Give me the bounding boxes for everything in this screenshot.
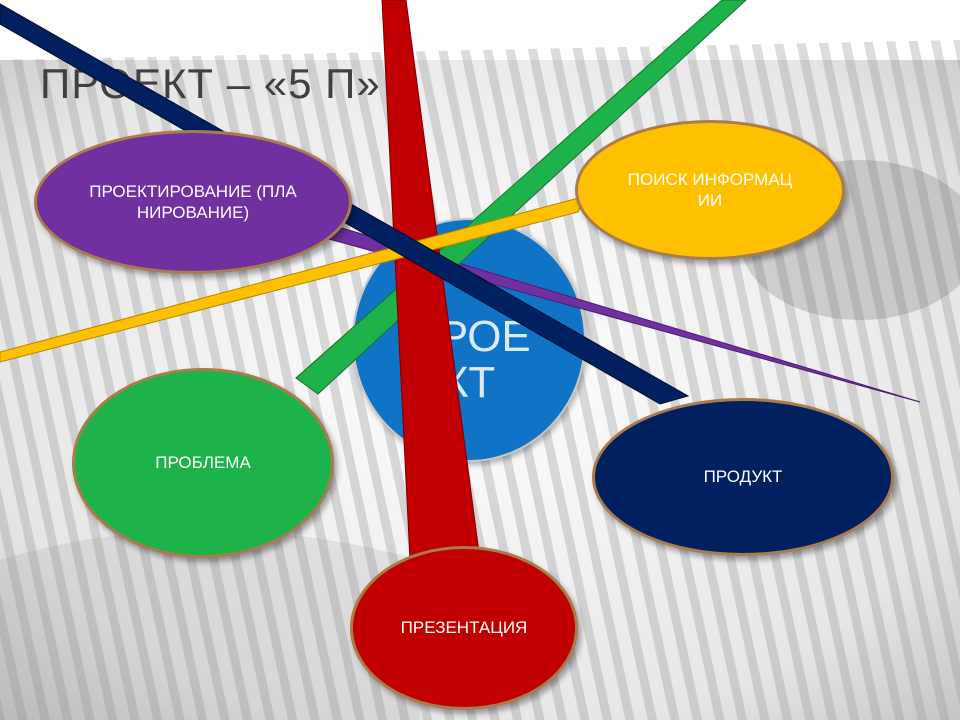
ray-red <box>381 0 481 601</box>
bubble-planning: ПРОЕКТИРОВАНИЕ (ПЛАНИРОВАНИЕ) <box>34 130 352 274</box>
bubble-search-label: ПОИСК ИНФОРМАЦИИ <box>627 169 793 210</box>
bubble-product-label: ПРОДУКТ <box>703 467 783 487</box>
bubble-search: ПОИСК ИНФОРМАЦИИ <box>575 120 845 260</box>
bubble-presentation: ПРЕЗЕНТАЦИЯ <box>350 546 578 710</box>
bubble-problem: ПРОБЛЕМА <box>72 368 334 558</box>
bubble-planning-label: ПРОЕКТИРОВАНИЕ (ПЛАНИРОВАНИЕ) <box>89 181 297 222</box>
bubble-product: ПРОДУКТ <box>592 398 894 556</box>
bubble-presentation-label: ПРЕЗЕНТАЦИЯ <box>400 618 528 638</box>
bubble-problem-label: ПРОБЛЕМА <box>155 453 251 473</box>
